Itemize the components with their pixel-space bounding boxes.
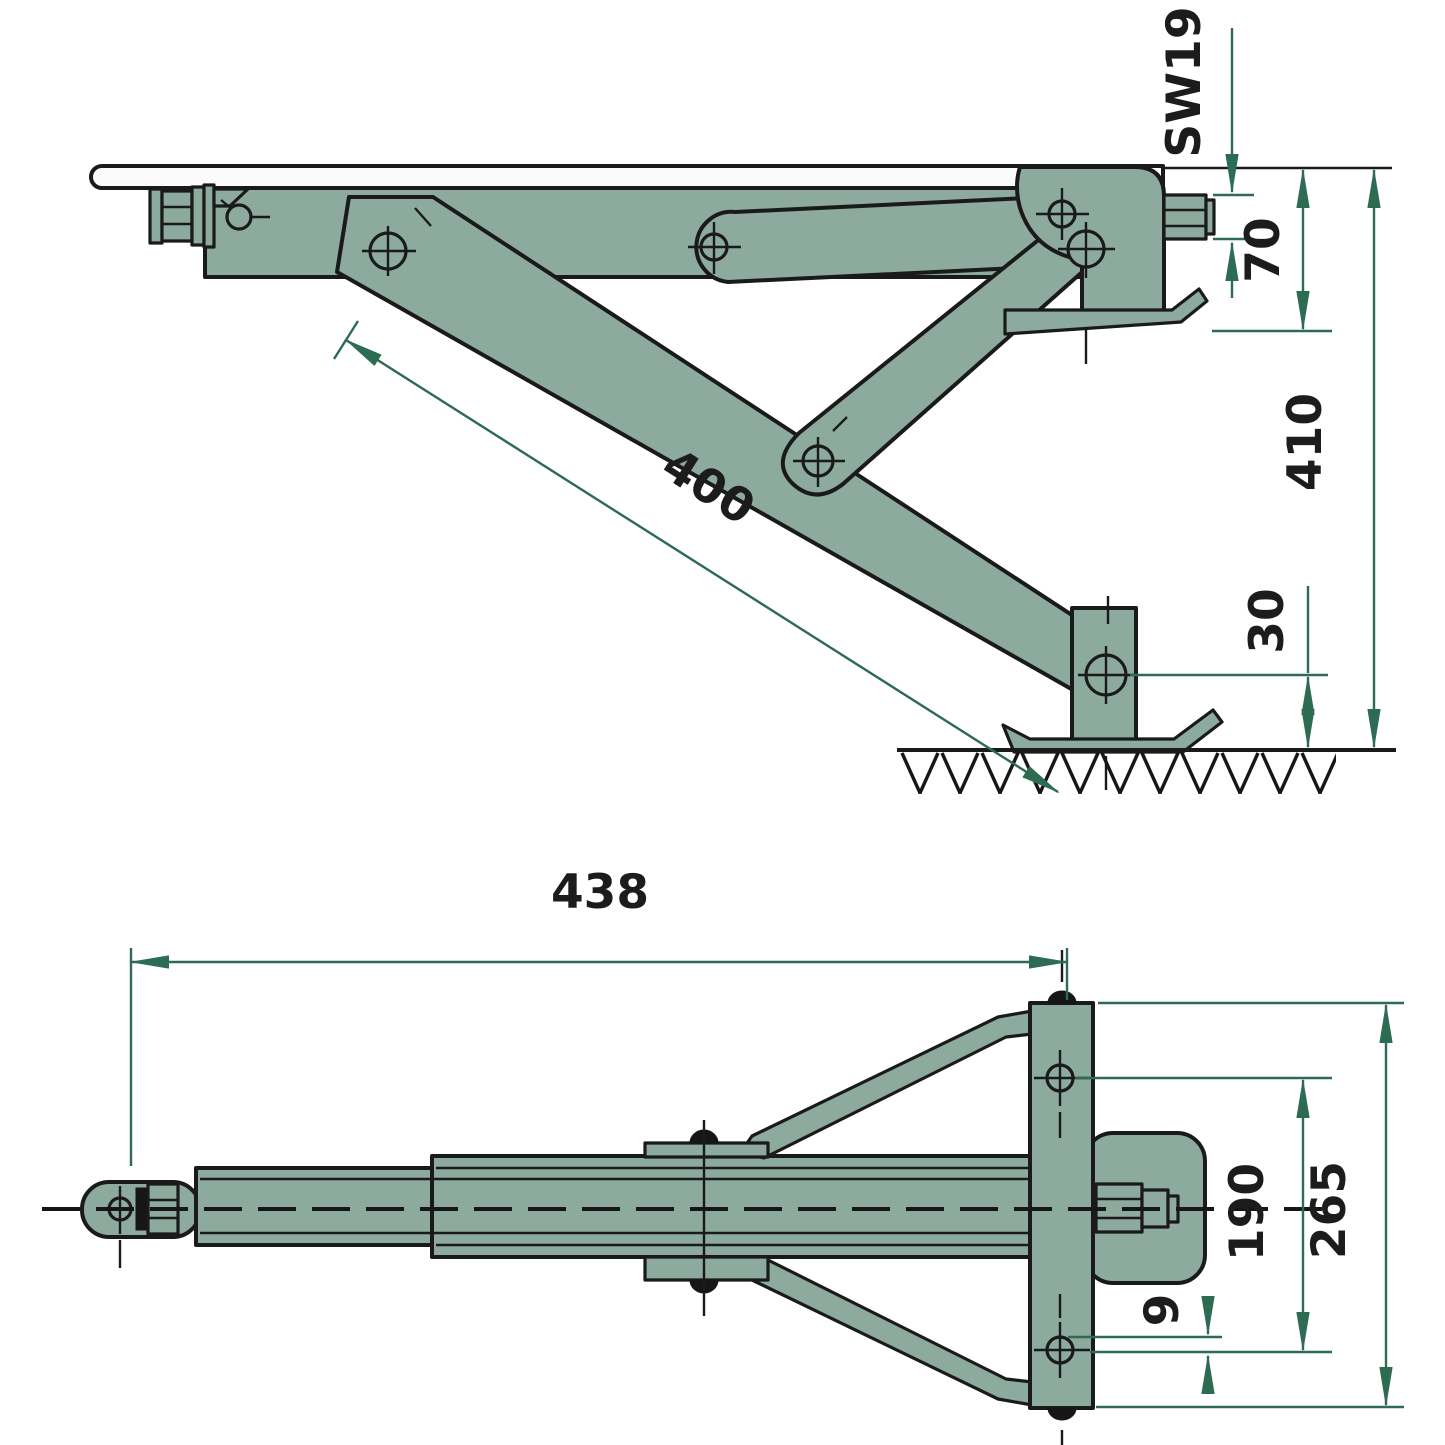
- side-view: SW19 70 410 30 400: [89, 6, 1396, 794]
- beam-outer-tube: [430, 1154, 1032, 1259]
- tongue-nut: [135, 1187, 149, 1231]
- dim-label-overall-width: 265: [1302, 1161, 1357, 1259]
- stowed-foot-plate: [1003, 287, 1209, 336]
- dim-label-overall-length: 438: [551, 865, 649, 920]
- plan-view: 438 190 265 9: [42, 865, 1404, 1445]
- ground-hatching: [900, 752, 1336, 794]
- brace-bottom: [739, 1256, 1034, 1407]
- brace-clamp-bottom: [643, 1255, 770, 1282]
- crank-nut-assembly: [148, 183, 270, 249]
- brace-clamp-top: [643, 1141, 770, 1159]
- plate-bolt-top: [1047, 990, 1077, 1004]
- dim-label-foot-pivot-height: 30: [1240, 588, 1295, 653]
- plate-bolt-bottom: [1047, 1407, 1077, 1421]
- dim-label-wrench-size: SW19: [1157, 6, 1212, 157]
- brace-top: [739, 1009, 1034, 1160]
- hex-spindle: [1162, 193, 1216, 241]
- dim-label-hole-spacing: 190: [1220, 1163, 1275, 1261]
- dim-label-stowed-height: 70: [1236, 217, 1291, 282]
- dim-label-extended-height: 410: [1278, 393, 1333, 491]
- crank-rod: [89, 164, 1165, 190]
- plan-view-dimensions: 438 190 265 9: [128, 865, 1404, 1409]
- dim-label-hole-offset: 9: [1135, 1294, 1190, 1327]
